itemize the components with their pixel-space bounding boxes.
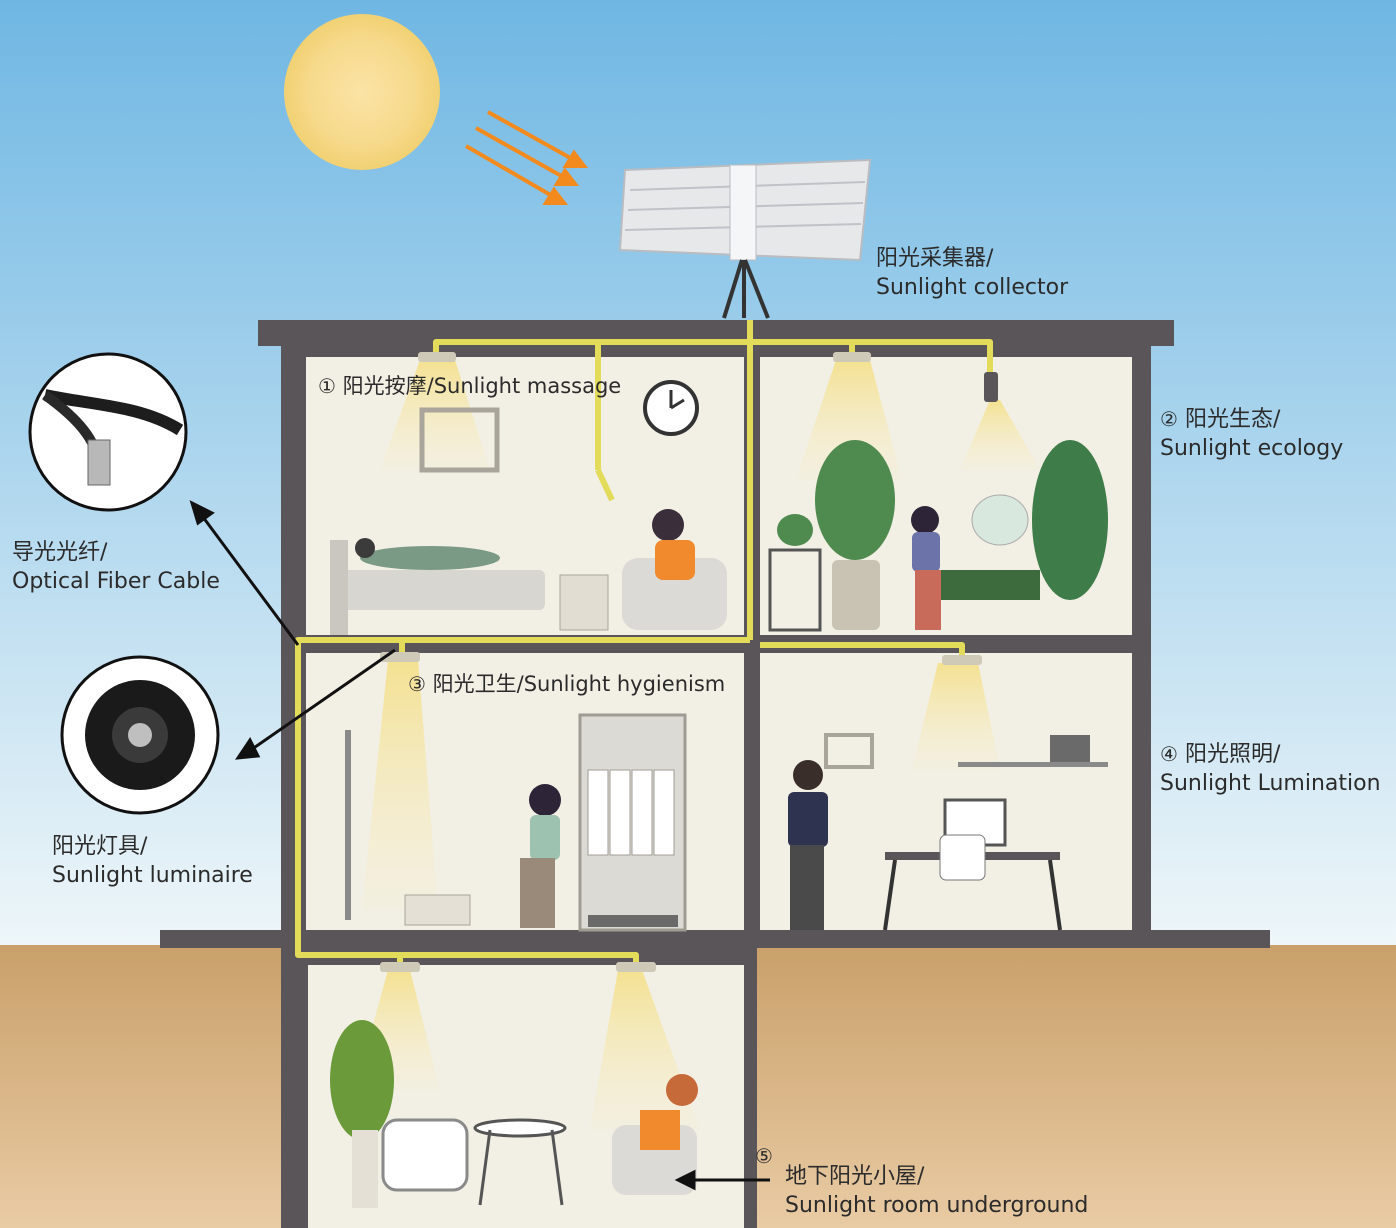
lumination-number: ④: [1160, 742, 1178, 766]
luminaire-icon: [60, 655, 220, 815]
lumination-label-zh: ④ 阳光照明/: [1160, 740, 1381, 769]
luminaire-label-zh: 阳光灯具/: [52, 834, 148, 859]
collector-label-en: Sunlight collector: [876, 275, 1069, 300]
sun-icon: [284, 14, 440, 170]
collector-label: 阳光采集器/ Sunlight collector: [876, 244, 1068, 302]
lumination-label-en: Sunlight Lumination: [1160, 771, 1381, 796]
ecology-room-furniture: [768, 440, 1108, 632]
ecology-label-zh: ② 阳光生态/: [1160, 405, 1343, 434]
lumination-zh: 阳光照明/: [1184, 742, 1281, 767]
lumination-label: ④ 阳光照明/ Sunlight Lumination: [1160, 740, 1381, 798]
underground-number: ⑤: [755, 1144, 773, 1168]
sun-rays-icon: [464, 110, 589, 205]
person-lying: [360, 546, 500, 570]
hygienism-number: ③: [408, 672, 426, 696]
underground-label: 地下阳光小屋/ Sunlight room underground: [785, 1162, 1088, 1220]
hygienism-room-furniture: [345, 713, 687, 932]
fiber-label-zh: 导光光纤/: [12, 540, 108, 565]
luminaire-label: 阳光灯具/ Sunlight luminaire: [52, 832, 253, 890]
underground-label-zh: 地下阳光小屋/: [785, 1164, 925, 1189]
person-sitting: [652, 509, 684, 541]
collector-icon: [618, 158, 872, 319]
clock-icon: [643, 380, 699, 436]
lumination-room-furniture: [788, 733, 1108, 931]
massage-label: ① 阳光按摩/Sunlight massage: [318, 370, 621, 400]
massage-number: ①: [318, 374, 336, 398]
ecology-label: ② 阳光生态/ Sunlight ecology: [1160, 405, 1343, 463]
luminaire-fixtures: [380, 352, 998, 972]
collector-label-zh: 阳光采集器/: [876, 246, 994, 271]
fiber-cable-icon: [28, 352, 188, 512]
hygienism-text: 阳光卫生/Sunlight hygienism: [432, 672, 726, 696]
fiber-label: 导光光纤/ Optical Fiber Cable: [12, 538, 220, 596]
underground-number-wrap: ⑤: [755, 1142, 773, 1171]
ecology-zh: 阳光生态/: [1184, 407, 1281, 432]
callout-arrows: [189, 500, 770, 1191]
ecology-number: ②: [1160, 407, 1178, 431]
massage-room-furniture: [330, 407, 727, 635]
person-standing: [793, 760, 823, 790]
person-watering: [911, 506, 939, 534]
hygienism-label: ③ 阳光卫生/Sunlight hygienism: [408, 668, 725, 698]
person-reading: [666, 1074, 698, 1106]
fiber-label-en: Optical Fiber Cable: [12, 569, 220, 594]
underground-room-furniture: [330, 1020, 698, 1208]
luminaire-label-en: Sunlight luminaire: [52, 863, 253, 888]
ecology-label-en: Sunlight ecology: [1160, 436, 1344, 461]
underground-label-en: Sunlight room underground: [785, 1193, 1089, 1218]
person-wardrobe: [529, 784, 561, 816]
massage-text: 阳光按摩/Sunlight massage: [342, 374, 622, 398]
